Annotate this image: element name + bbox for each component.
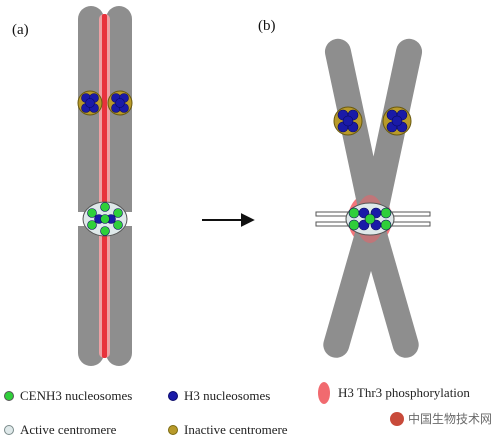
chromosome-b bbox=[315, 38, 431, 358]
legend: CENH3 nucleosomes H3 nucleosomes H3 Thr3… bbox=[0, 376, 500, 443]
phosphorylation-icon bbox=[318, 382, 330, 404]
legend-h3-thr3: H3 Thr3 phosphorylation bbox=[318, 382, 470, 404]
legend-h3: H3 nucleosomes bbox=[168, 388, 270, 404]
chromosome-a bbox=[76, 6, 134, 366]
legend-inactive-label: Inactive centromere bbox=[184, 422, 288, 437]
active-centromere-icon bbox=[4, 425, 14, 435]
panel-a-label: (a) bbox=[12, 22, 29, 38]
panel-b-label: (b) bbox=[258, 18, 276, 34]
legend-inactive: Inactive centromere bbox=[168, 422, 288, 438]
inactive-centromere-icon bbox=[168, 425, 178, 435]
legend-h3-thr3-label: H3 Thr3 phosphorylation bbox=[338, 385, 470, 400]
legend-active: Active centromere bbox=[4, 422, 116, 438]
legend-cenh3-label: CENH3 nucleosomes bbox=[20, 388, 133, 403]
h3-thr3-core bbox=[102, 14, 107, 358]
watermark: 中国生物技术网 bbox=[389, 410, 492, 427]
h3-nucleosome-icon bbox=[168, 391, 178, 401]
legend-cenh3: CENH3 nucleosomes bbox=[4, 388, 132, 404]
active-centromere-a bbox=[82, 201, 128, 237]
cenh3-nucleosome-icon bbox=[4, 391, 14, 401]
watermark-logo-icon bbox=[389, 411, 404, 426]
active-centromere-b bbox=[345, 202, 395, 236]
watermark-text: 中国生物技术网 bbox=[407, 412, 492, 426]
inactive-centromere-a bbox=[77, 90, 133, 116]
legend-active-label: Active centromere bbox=[20, 422, 117, 437]
legend-h3-label: H3 nucleosomes bbox=[184, 388, 271, 403]
inactive-centromere-b bbox=[333, 106, 412, 136]
centromere-diagram: (a) (b) bbox=[12, 6, 431, 366]
